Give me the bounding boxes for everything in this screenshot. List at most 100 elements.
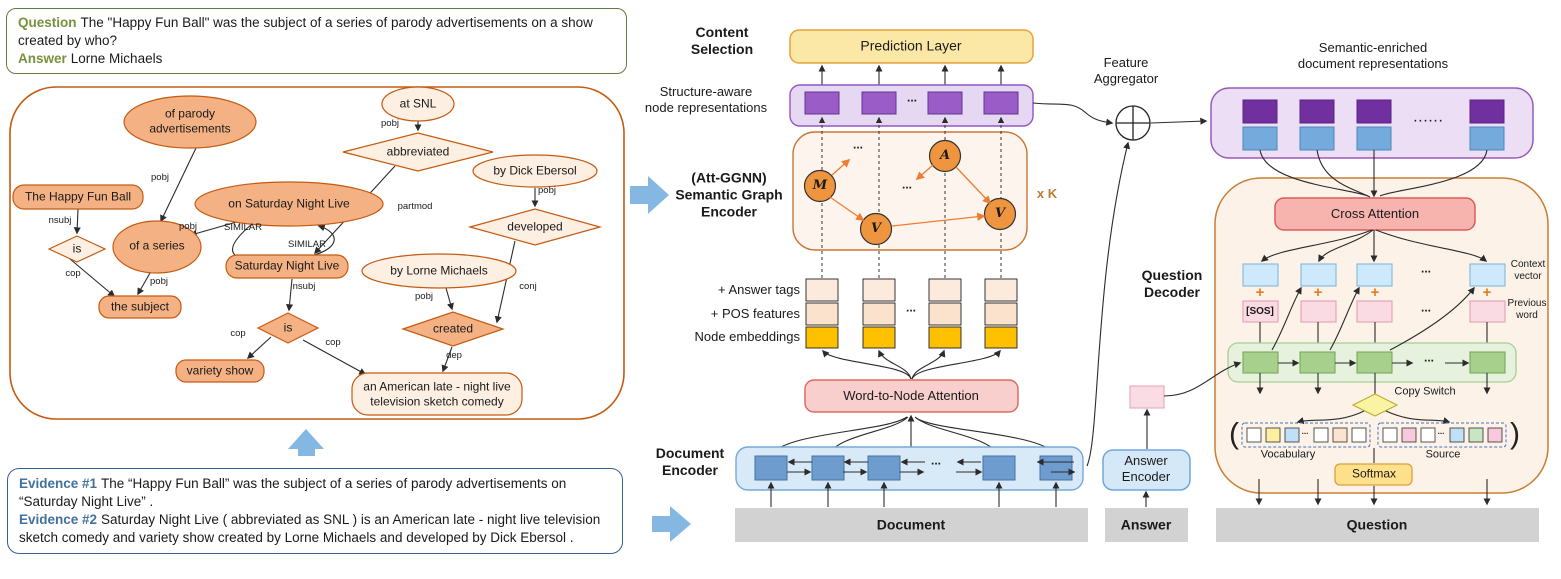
rnn-link-arrows <box>787 458 1076 476</box>
evidence-2-text: Saturday Night Live ( abbreviated as SNL… <box>19 511 601 545</box>
word-to-node-label: Word-to-Node Attention <box>843 388 979 404</box>
document-bar-label: Document <box>876 516 946 533</box>
question-output-bar <box>1216 508 1539 542</box>
node-label: of parody advertisements <box>149 106 231 135</box>
semantic-graph-container <box>9 86 625 420</box>
flow-arrows <box>288 176 691 542</box>
node-label: by Dick Ebersol <box>493 163 577 178</box>
node-by-dick-ebersol <box>472 154 598 188</box>
node-american-sketch-comedy <box>351 372 523 416</box>
source-tokens <box>1382 427 1503 443</box>
ellipsis: ... <box>906 90 918 105</box>
document-input-bar <box>735 508 1088 542</box>
node-label: developed <box>507 219 563 234</box>
edge-label: cop <box>65 268 81 280</box>
context-vector-cells <box>1242 263 1506 287</box>
node-at-snl <box>381 86 455 122</box>
question-label: Question <box>18 15 77 30</box>
answer-bar-label: Answer <box>1120 516 1172 533</box>
ggnn-node-m-label: M <box>812 178 828 194</box>
edge-label: nsubj <box>48 215 72 227</box>
add-sign: + <box>1370 283 1380 301</box>
node-developed <box>467 208 603 246</box>
open-paren: ( <box>1229 417 1239 451</box>
edge-label: pobj <box>150 276 168 288</box>
answer-encoder-box <box>1102 449 1191 491</box>
ellipsis: ... <box>930 453 942 468</box>
ggnn-node-a-label: A <box>939 148 951 164</box>
feature-aggregator-label: Feature Aggregator <box>1093 55 1159 86</box>
node-label: on Saturday Night Live <box>228 196 350 211</box>
evidence-1-label: Evidence #1 <box>19 476 98 491</box>
ellipsis: ... <box>1301 427 1309 437</box>
vocabulary-tokens <box>1246 427 1367 443</box>
add-sign: + <box>1255 283 1265 301</box>
edge-label: nsubj <box>292 281 316 293</box>
node-is-2 <box>256 312 320 344</box>
node-abbreviated <box>342 132 494 172</box>
answer-label: Answer <box>18 50 67 66</box>
ellipsis: ... <box>1420 261 1432 276</box>
answer-tags-label: + Answer tags <box>717 282 800 298</box>
document-encoder-container <box>735 446 1084 491</box>
node-embeddings-label: Node embeddings <box>694 329 800 345</box>
decoder-output-arrows <box>1255 479 1491 506</box>
edge-label: dep <box>446 350 462 362</box>
node-is-1 <box>47 235 107 263</box>
copy-switch-diamond <box>1351 393 1399 417</box>
node-on-saturday-night-live <box>194 181 384 227</box>
sos-token-label: [SOS] <box>1246 305 1274 317</box>
edge-label: pobj <box>151 172 169 184</box>
question-decoder-container <box>1214 177 1549 494</box>
ggnn-node-a <box>928 139 962 173</box>
graph-to-encoder-arrow <box>630 176 669 214</box>
edge-label: conj <box>519 281 537 293</box>
to-cross-attention-curves <box>1259 149 1488 198</box>
answer-encoder-label: Answer Encoder <box>1121 453 1171 484</box>
close-paren: ) <box>1510 417 1520 451</box>
switch-to-vocab <box>1296 410 1365 425</box>
node-by-lorne-michaels <box>361 253 517 289</box>
document-encoder-cells <box>754 455 1073 481</box>
node-of-a-series <box>112 220 202 274</box>
node-the-happy-fun-ball <box>12 184 144 210</box>
pos-features-label: + POS features <box>710 306 800 322</box>
evidence-to-document-arrow <box>652 506 691 542</box>
ellipsis: ... <box>1437 427 1445 437</box>
node-label: abbreviated <box>386 144 450 159</box>
ggnn-node-m <box>803 169 837 203</box>
ggnn-nodes <box>803 139 1017 246</box>
add-sign: + <box>1313 283 1323 301</box>
content-selection-label: Content Selection <box>690 23 754 57</box>
node-the-subject <box>98 295 182 319</box>
vocabulary-label: Vocabulary <box>1260 448 1316 461</box>
prediction-layer-box <box>789 29 1034 64</box>
evidence-to-graph-arrow <box>288 429 324 456</box>
ggnn-node-v2-label: V <box>994 206 1006 222</box>
node-label: Saturday Night Live <box>234 258 340 273</box>
source-label: Source <box>1425 448 1461 461</box>
node-variety-show <box>175 359 265 383</box>
content-selection-block <box>789 29 1034 127</box>
node-feature-stacks <box>805 278 1018 349</box>
node-label: is <box>72 241 82 256</box>
question-decoder-label: Question Decoder <box>1141 266 1203 300</box>
softmax-label: Softmax <box>1351 466 1397 481</box>
source-box <box>1377 422 1507 448</box>
node-label: created <box>432 321 474 336</box>
document-input-arrows <box>767 481 1060 507</box>
answer-input-bar <box>1105 508 1188 542</box>
question-bar-label: Question <box>1346 516 1408 533</box>
ellipsis: ... <box>1423 350 1435 365</box>
context-vector-label: Context vector <box>1510 258 1546 282</box>
previous-word-label: Previous word <box>1507 297 1547 321</box>
edge-label: pobj <box>538 185 556 197</box>
cross-attention-box <box>1274 197 1476 231</box>
edge-label: SIMILAR <box>223 222 263 234</box>
graph-nodes <box>12 86 603 416</box>
